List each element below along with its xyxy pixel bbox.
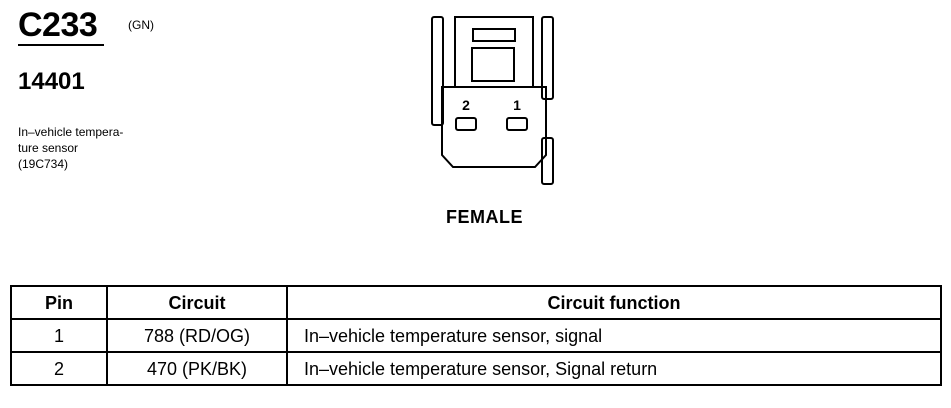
column-header-pin: Pin xyxy=(10,285,108,320)
connector-id: C233 xyxy=(18,6,98,44)
column-header-circuit-function: Circuit function xyxy=(286,285,942,320)
connector-left-tab xyxy=(431,16,444,126)
connector-diagram: 2 1 xyxy=(431,16,554,185)
pin-cavity-1 xyxy=(506,117,528,131)
connector-right-tab-lower xyxy=(541,137,554,185)
description-line: In–vehicle tempera- xyxy=(18,125,124,139)
connector-latch-housing xyxy=(454,16,534,88)
circuit-function-cell: In–vehicle temperature sensor, signal xyxy=(286,318,942,353)
connector-id-underline xyxy=(18,44,104,46)
table-row: 2 470 (PK/BK) In–vehicle temperature sen… xyxy=(10,351,942,386)
pin-label-1: 1 xyxy=(513,97,521,113)
description-line: ture sensor xyxy=(18,141,79,155)
circuit-cell: 470 (PK/BK) xyxy=(106,351,288,386)
component-description: In–vehicle tempera- ture sensor (19C734) xyxy=(18,124,193,172)
connector-gender-label: FEMALE xyxy=(446,207,523,227)
table-header-row: Pin Circuit Circuit function xyxy=(10,285,942,320)
pin-label-2: 2 xyxy=(462,97,470,113)
circuit-cell: 788 (RD/OG) xyxy=(106,318,288,353)
description-line: (19C734) xyxy=(18,157,69,171)
pin-table: Pin Circuit Circuit function 1 788 (RD/O… xyxy=(10,285,942,386)
table-row: 1 788 (RD/OG) In–vehicle temperature sen… xyxy=(10,318,942,353)
circuit-function-cell: In–vehicle temperature sensor, Signal re… xyxy=(286,351,942,386)
connector-body xyxy=(441,86,547,168)
connector-latch-window xyxy=(471,47,515,82)
connector-right-tab-upper xyxy=(541,16,554,100)
column-header-circuit: Circuit xyxy=(106,285,288,320)
connector-color-code: (GN) xyxy=(128,18,154,32)
connector-latch-top xyxy=(472,28,516,42)
pin-cell: 2 xyxy=(10,351,108,386)
pin-cavity-2 xyxy=(455,117,477,131)
pin-cell: 1 xyxy=(10,318,108,353)
part-number: 14401 xyxy=(18,68,85,95)
